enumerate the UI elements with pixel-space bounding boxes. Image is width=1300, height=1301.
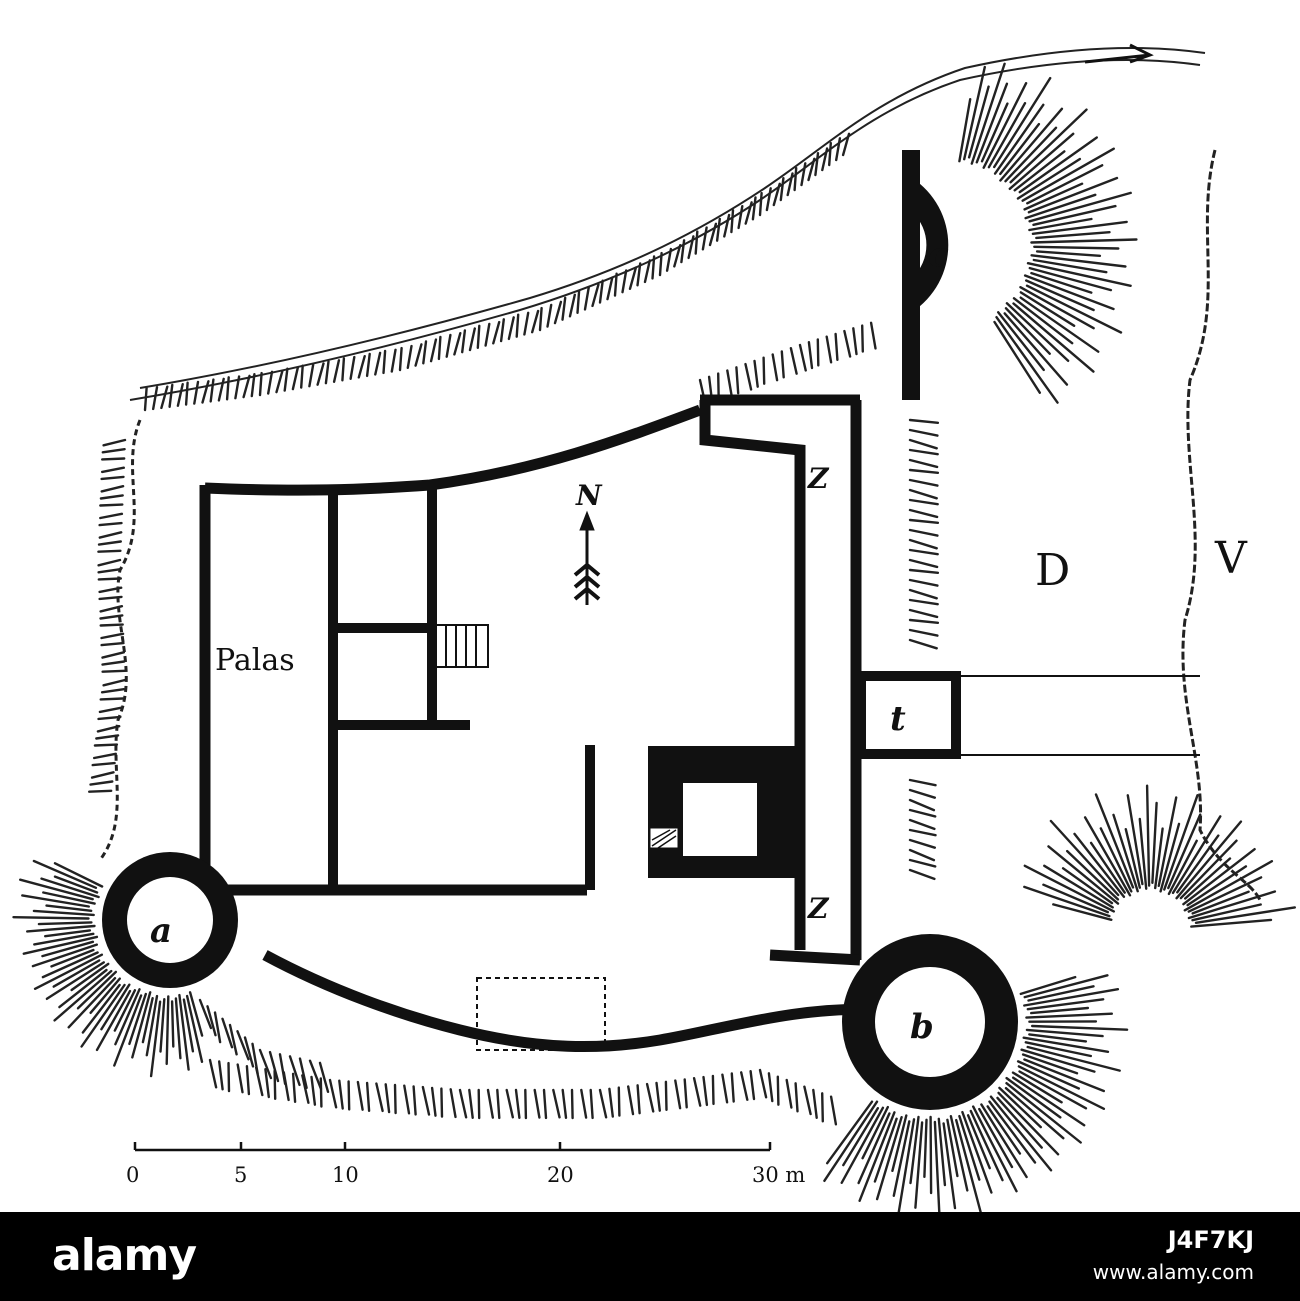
area-d-label: D <box>1035 545 1070 596</box>
zwinger-upper-label: Z <box>807 462 830 495</box>
west-cliff-edge <box>98 419 142 861</box>
site-url: www.alamy.com <box>1092 1260 1254 1284</box>
tower-b <box>842 934 1018 1110</box>
palas-label: Palas <box>215 643 295 678</box>
tower-a-label: a <box>150 911 172 951</box>
tower-c <box>902 150 949 400</box>
scale-tick-10: 10 <box>332 1163 359 1187</box>
tower-a <box>102 852 238 988</box>
gate-t-label: t <box>890 699 906 739</box>
area-v-label: V <box>1214 533 1248 584</box>
scale-tick-5: 5 <box>234 1163 247 1187</box>
bridge-d <box>960 675 1200 756</box>
tower-b-label: b <box>910 1007 934 1047</box>
watermark-footer: alamy J4F7KJ www.alamy.com <box>0 1212 1300 1301</box>
terrain-hatching <box>12 62 1297 1212</box>
staircase <box>435 624 489 668</box>
scale-tick-30m: 30 m <box>752 1163 805 1187</box>
north-arrow-icon <box>573 510 601 605</box>
keep-block <box>648 746 795 878</box>
flow-arrow-icon <box>1084 43 1154 64</box>
tower-c-label: c <box>928 235 949 275</box>
gatehouse-t <box>856 671 961 759</box>
scale-bar <box>133 1142 772 1152</box>
brand-logo: alamy <box>52 1230 197 1281</box>
image-id: J4F7KJ <box>1167 1226 1254 1254</box>
curtain-wall <box>199 394 881 1053</box>
valley-edge <box>1181 149 1262 901</box>
north-label: N <box>575 479 603 512</box>
scale-tick-0: 0 <box>126 1163 139 1187</box>
zwinger-lower-label: Z <box>807 892 830 925</box>
interior-walls <box>328 485 595 890</box>
castle-floor-plan: Palas N a b c t Z Z D V 0 5 10 20 30 m <box>12 43 1297 1212</box>
scale-tick-20: 20 <box>547 1163 574 1187</box>
cliff-edge <box>129 47 1206 401</box>
former-building-outline <box>476 977 606 1051</box>
footer-info: J4F7KJ www.alamy.com <box>1093 1226 1254 1284</box>
